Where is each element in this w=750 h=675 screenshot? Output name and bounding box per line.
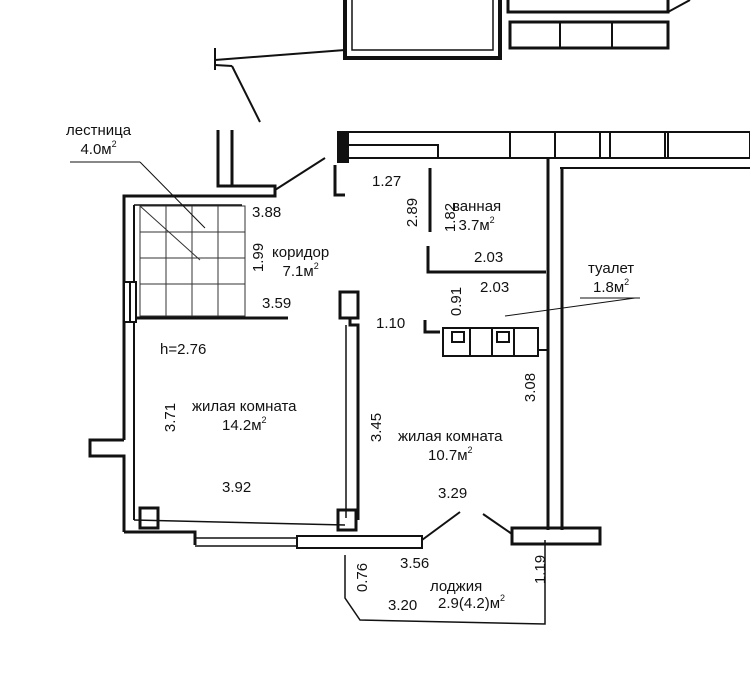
- upper-wall: [343, 0, 502, 60]
- dim-3-20: 3.20: [388, 597, 418, 614]
- stair-area-sup: 2: [111, 138, 117, 149]
- dim-1-10: 1.10: [376, 315, 406, 332]
- dim-1-82: 1.82: [442, 202, 460, 233]
- dim-2-03-a: 2.03: [474, 249, 504, 266]
- living-right-area: 10.7м: [428, 446, 468, 464]
- dim-1-19: 1.19: [532, 554, 550, 585]
- living-left-label: жилая комната 14.2м2: [192, 398, 297, 436]
- dim-1-27: 1.27: [372, 173, 402, 190]
- dim-2-89: 2.89: [404, 197, 422, 228]
- dim-3-71: 3.71: [162, 402, 180, 433]
- dim-3-92: 3.92: [222, 479, 252, 496]
- stair-label: лестница 4.0м2: [66, 122, 131, 160]
- dim-0-76: 0.76: [354, 562, 372, 593]
- stair-name: лестница: [66, 122, 132, 139]
- corridor-area-sup: 2: [313, 260, 319, 271]
- stair-area: 4.0м: [80, 140, 112, 158]
- dim-3-88: 3.88: [252, 204, 282, 221]
- loggia-area-sup: 2: [500, 593, 506, 603]
- corridor-name: коридор: [272, 244, 330, 261]
- toilet-area-sup: 2: [624, 276, 630, 287]
- living-left-name: жилая комната: [192, 398, 297, 415]
- dim-3-59: 3.59: [262, 295, 292, 312]
- dim-1-99: 1.99: [250, 242, 268, 273]
- dim-3-08: 3.08: [522, 372, 540, 403]
- upper-cabinet: [508, 20, 670, 50]
- toilet-label: туалет 1.8м2: [588, 260, 634, 298]
- bath-label: ванная 3.7м2: [452, 198, 501, 236]
- living-right-area-sup: 2: [467, 444, 473, 455]
- toilet-name: туалет: [588, 260, 635, 277]
- living-right-name: жилая комната: [398, 428, 503, 445]
- corridor-label: коридор 7.1м2: [272, 244, 329, 282]
- dim-3-45: 3.45: [368, 412, 386, 443]
- loggia-area: 2.9(4.2)м: [438, 595, 501, 612]
- living-left-area: 14.2м: [222, 416, 262, 434]
- loggia-name: лоджия: [430, 578, 483, 595]
- loggia-area-line: 2.9(4.2)м2: [438, 593, 506, 612]
- corridor-area: 7.1м: [282, 262, 314, 280]
- dim-3-56: 3.56: [400, 555, 430, 572]
- loggia-label: лоджия: [430, 578, 482, 597]
- dim-0-91: 0.91: [448, 286, 466, 317]
- dim-3-29: 3.29: [438, 485, 468, 502]
- dim-2-03-b: 2.03: [480, 279, 510, 296]
- living-left-area-sup: 2: [261, 414, 267, 425]
- bath-area-sup: 2: [489, 214, 495, 225]
- bath-area: 3.7м: [458, 216, 490, 234]
- living-right-label: жилая комната 10.7м2: [398, 428, 503, 466]
- ceiling-height: h=2.76: [160, 341, 207, 358]
- bath-name: ванная: [452, 198, 502, 215]
- toilet-area: 1.8м: [593, 278, 625, 296]
